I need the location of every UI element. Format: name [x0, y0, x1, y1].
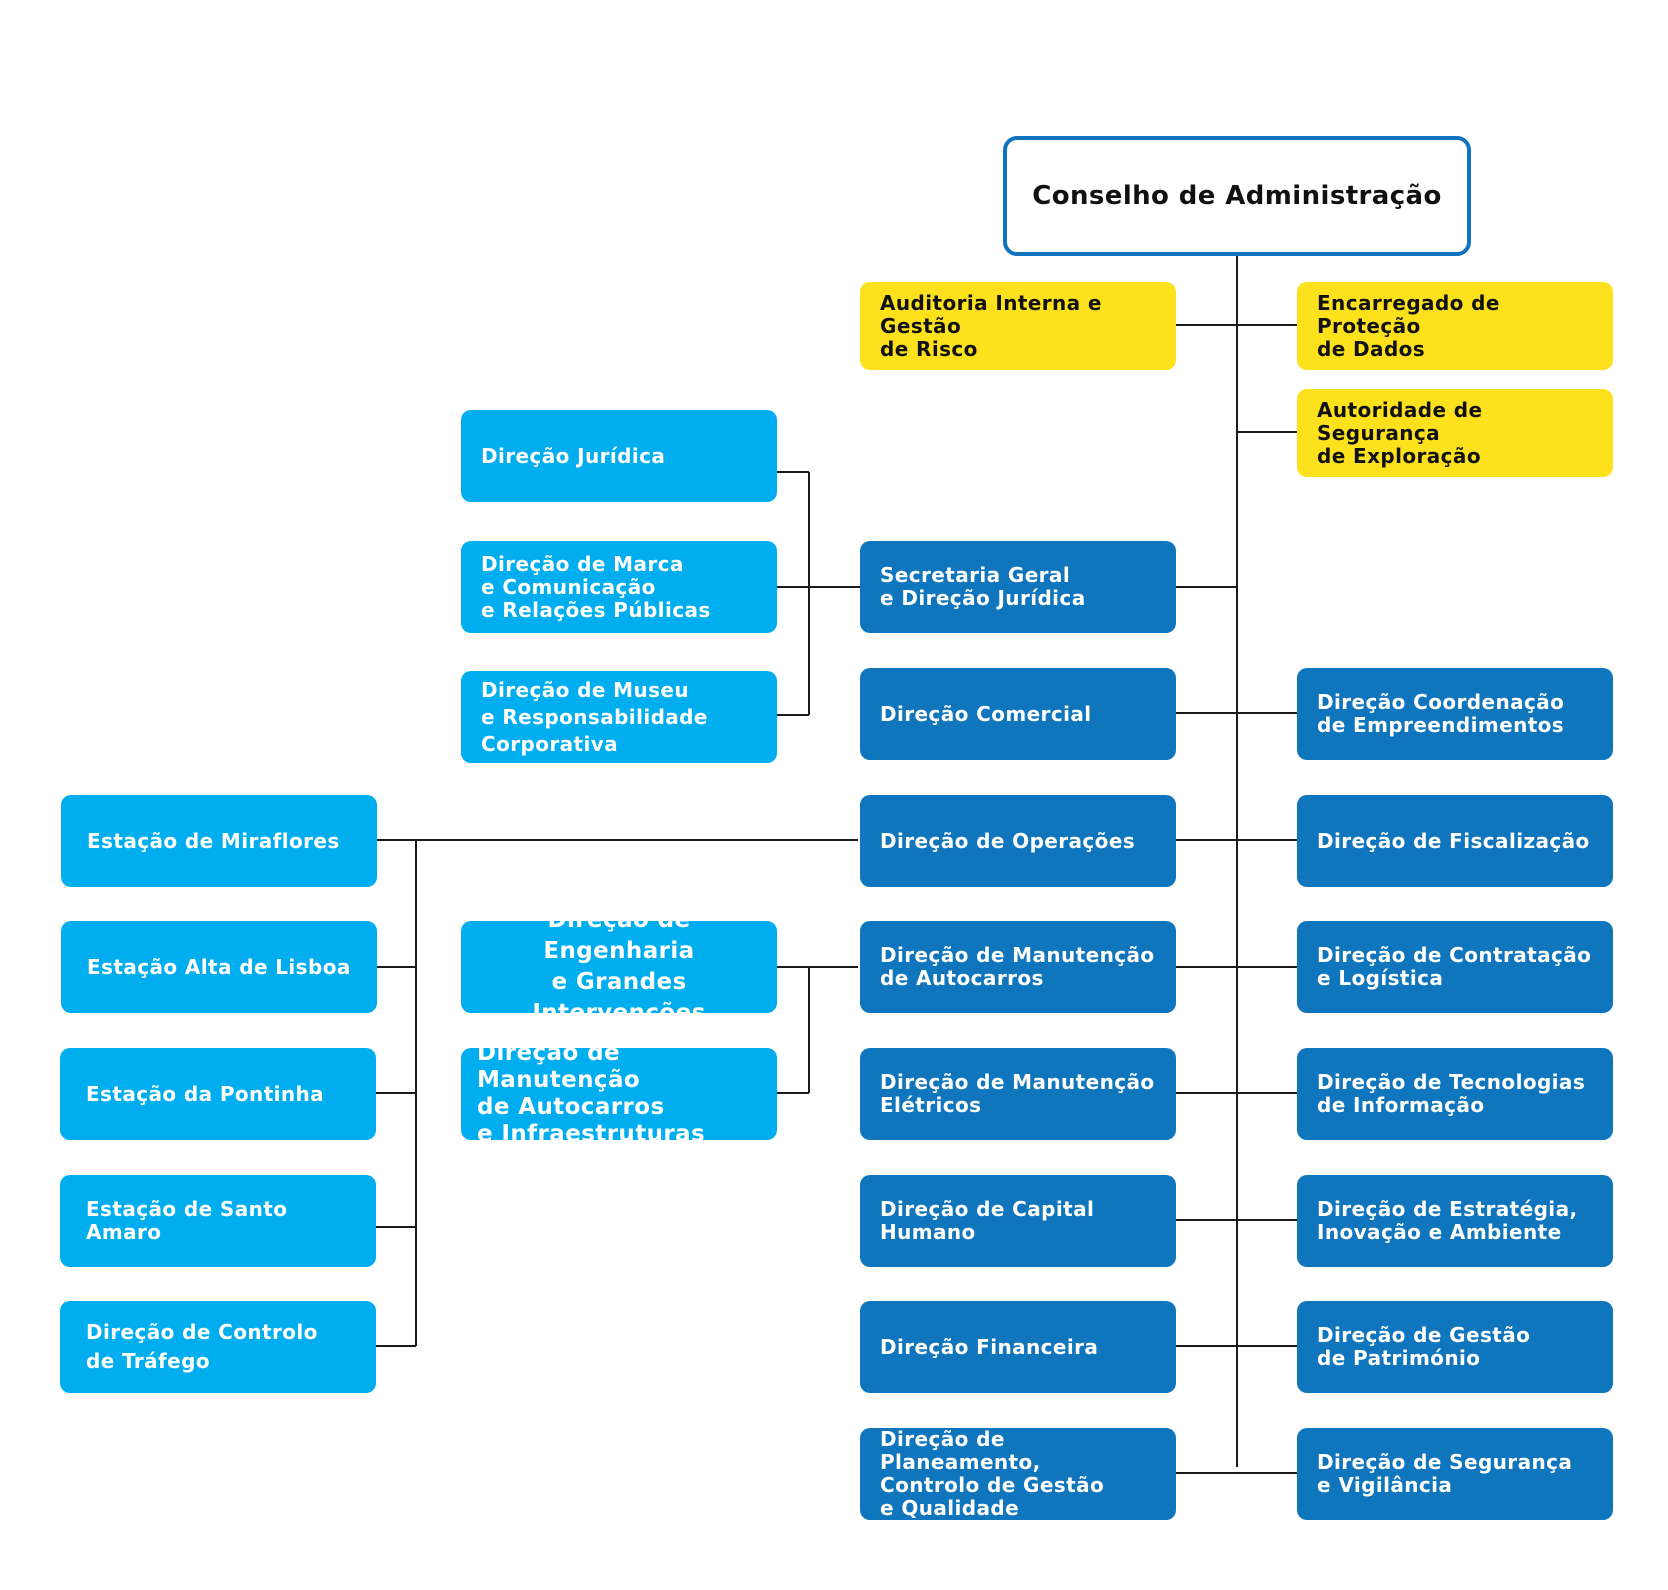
- node-estacao-miraflores: Estação de Miraflores: [61, 795, 377, 887]
- node-label: Direção de Estratégia, Inovação e Ambien…: [1317, 1197, 1578, 1244]
- node-label: Direção de Marca e Comunicação e Relaçõe…: [481, 551, 711, 622]
- node-encarregado-protecao-dados: Encarregado de Proteção de Dados: [1297, 282, 1613, 370]
- node-label: Autoridade de Segurança de Exploração: [1317, 397, 1483, 468]
- node-direcao-operacoes: Direção de Operações: [860, 795, 1176, 887]
- node-direcao-capital-humano: Direção de Capital Humano: [860, 1175, 1176, 1267]
- node-label: Direção de Capital Humano: [880, 1197, 1095, 1244]
- node-direcao-financeira: Direção Financeira: [860, 1301, 1176, 1393]
- node-direcao-juridica: Direção Jurídica: [461, 410, 777, 502]
- node-label: Direção Coordenação de Empreendimentos: [1317, 690, 1565, 737]
- node-label: Auditoria Interna e Gestão de Risco: [880, 290, 1102, 361]
- node-estacao-santo-amaro: Estação de Santo Amaro: [60, 1175, 376, 1267]
- node-label: Encarregado de Proteção de Dados: [1317, 290, 1500, 361]
- node-conselho-administracao: Conselho de Administração: [1003, 136, 1471, 256]
- node-secretaria-geral: Secretaria Geral e Direção Jurídica: [860, 541, 1176, 633]
- node-direcao-engenharia: Direção de Engenharia e Grandes Interven…: [461, 907, 777, 1026]
- node-label: Direção de Manutenção de Autocarros e In…: [477, 1040, 706, 1147]
- node-label: Estação de Santo Amaro: [86, 1197, 288, 1244]
- node-direcao-museu: Direção de Museu e Responsabilidade Corp…: [461, 671, 777, 763]
- node-direcao-manutencao-eletricos: Direção de Manutenção Elétricos: [860, 1048, 1176, 1140]
- node-estacao-pontinha: Estação da Pontinha: [60, 1048, 376, 1140]
- node-direcao-marca: Direção de Marca e Comunicação e Relaçõe…: [461, 541, 777, 633]
- node-direcao-estrategia: Direção de Estratégia, Inovação e Ambien…: [1297, 1175, 1613, 1267]
- node-direcao-seguranca-vigilancia: Direção de Segurança e Vigilância: [1297, 1428, 1613, 1520]
- node-label: Direção de Operações: [880, 828, 1136, 853]
- node-label: Conselho de Administração: [1032, 180, 1442, 211]
- node-label: Direção Financeira: [880, 1334, 1099, 1359]
- node-direcao-controlo-trafego: Direção de Controlo de Tráfego: [60, 1301, 376, 1393]
- node-direcao-coordenacao-empreendimentos: Direção Coordenação de Empreendimentos: [1297, 668, 1613, 760]
- node-label: Direção de Tecnologias de Informação: [1317, 1070, 1586, 1117]
- node-direcao-contratacao: Direção de Contratação e Logística: [1297, 921, 1613, 1013]
- node-label: Estação Alta de Lisboa: [87, 954, 351, 979]
- node-label: Direção Comercial: [880, 701, 1092, 726]
- node-label: Direção de Gestão de Património: [1317, 1323, 1531, 1370]
- node-label: Direção de Fiscalização: [1317, 828, 1590, 853]
- node-label: Direção de Planeamento, Controlo de Gest…: [880, 1427, 1105, 1520]
- node-direcao-gestao-patrimonio: Direção de Gestão de Património: [1297, 1301, 1613, 1393]
- node-label: Estação de Miraflores: [87, 828, 340, 853]
- node-label: Direção de Engenharia e Grandes Interven…: [532, 907, 706, 1026]
- node-label: Direção de Segurança e Vigilância: [1317, 1450, 1573, 1497]
- node-direcao-planeamento: Direção de Planeamento, Controlo de Gest…: [860, 1428, 1176, 1520]
- node-estacao-alta-lisboa: Estação Alta de Lisboa: [61, 921, 377, 1013]
- node-label: Direção de Manutenção Elétricos: [880, 1070, 1155, 1117]
- node-auditoria-interna: Auditoria Interna e Gestão de Risco: [860, 282, 1176, 370]
- node-label: Secretaria Geral e Direção Jurídica: [880, 563, 1086, 610]
- node-label: Direção de Controlo de Tráfego: [86, 1320, 318, 1373]
- node-direcao-manutencao-autocarros: Direção de Manutenção de Autocarros: [860, 921, 1176, 1013]
- node-direcao-fiscalizacao: Direção de Fiscalização: [1297, 795, 1613, 887]
- node-direcao-comercial: Direção Comercial: [860, 668, 1176, 760]
- node-label: Direção de Museu e Responsabilidade Corp…: [481, 677, 708, 756]
- node-label: Direção de Contratação e Logística: [1317, 943, 1592, 990]
- node-label: Direção Jurídica: [481, 443, 666, 468]
- node-direcao-manutencao-infraestruturas: Direção de Manutenção de Autocarros e In…: [461, 1040, 777, 1147]
- node-label: Estação da Pontinha: [86, 1081, 325, 1106]
- node-autoridade-seguranca-exploracao: Autoridade de Segurança de Exploração: [1297, 389, 1613, 477]
- node-direcao-tecnologias: Direção de Tecnologias de Informação: [1297, 1048, 1613, 1140]
- node-label: Direção de Manutenção de Autocarros: [880, 943, 1155, 990]
